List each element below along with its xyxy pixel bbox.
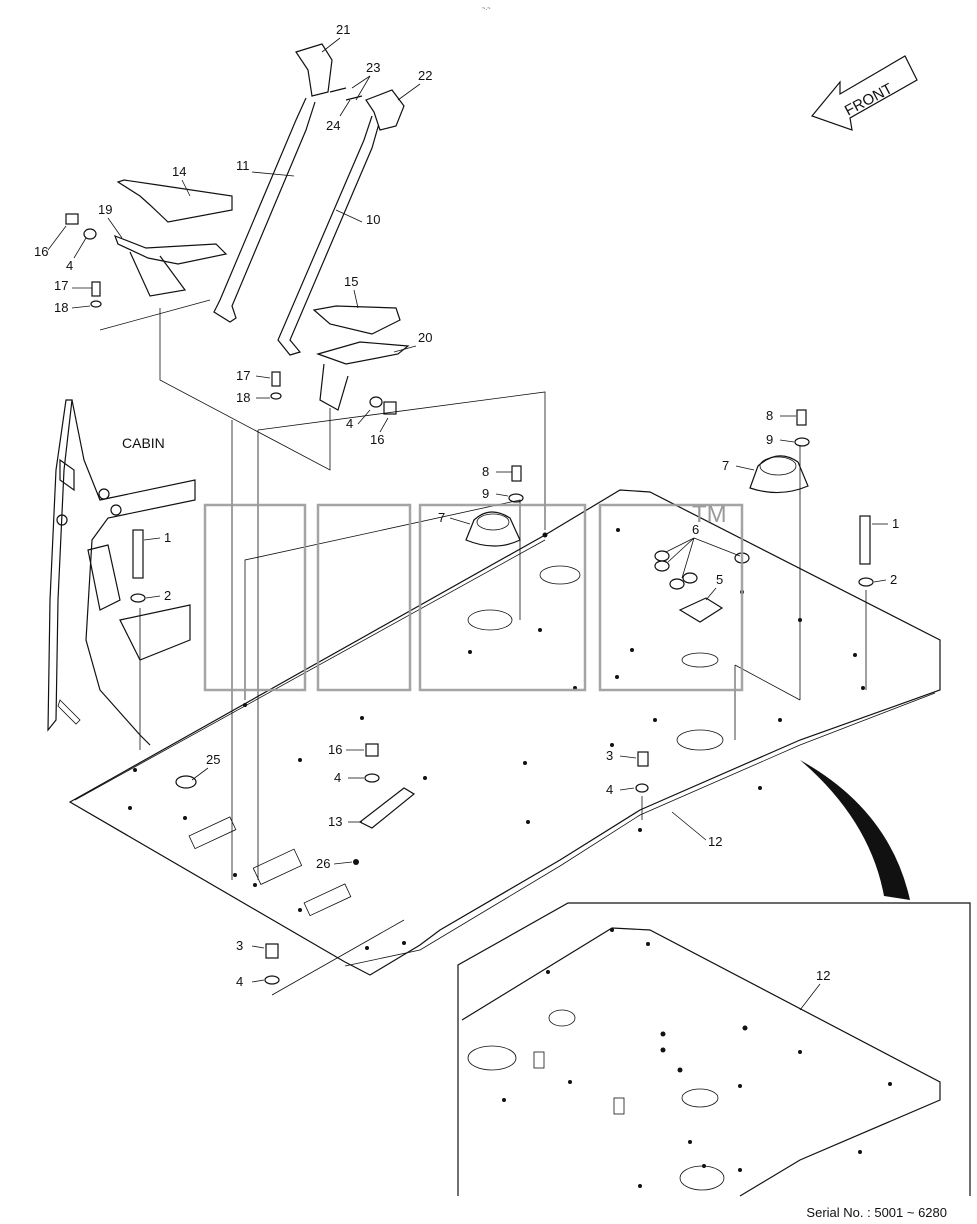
cabin-frame: CABIN	[47, 399, 196, 746]
callout-21: 21	[336, 22, 350, 37]
callout-16: 16	[34, 244, 48, 259]
grip-22	[365, 89, 405, 131]
watermark: TM	[203, 501, 744, 692]
mount-7a	[465, 511, 521, 547]
hardware	[65, 213, 874, 985]
callout-24: 24	[326, 118, 340, 133]
travel-levers	[213, 43, 405, 356]
serial-number: Serial No. : 5001 ~ 6280	[806, 1205, 947, 1220]
callout-leaders	[47, 37, 888, 1011]
callout-3: 3	[606, 748, 613, 763]
callout-15: 15	[344, 274, 358, 289]
callouts: 21 23 22 24 11 14 10 19 16 4 15 17 18 20…	[34, 22, 899, 989]
callout-4: 4	[346, 416, 353, 431]
callout-3: 3	[236, 938, 243, 953]
grip-21	[295, 43, 333, 97]
callout-4: 4	[236, 974, 243, 989]
callout-12: 12	[708, 834, 722, 849]
callout-9: 9	[482, 486, 489, 501]
callout-5: 5	[716, 572, 723, 587]
pedals	[113, 179, 410, 411]
callout-8: 8	[482, 464, 489, 479]
callout-4: 4	[334, 770, 341, 785]
callout-17: 17	[236, 368, 250, 383]
callout-4: 4	[66, 258, 73, 273]
callout-10: 10	[366, 212, 380, 227]
mount-7b	[749, 455, 809, 494]
floor-plate	[68, 489, 941, 976]
callout-2: 2	[164, 588, 171, 603]
callout-18: 18	[54, 300, 68, 315]
callout-22: 22	[418, 68, 432, 83]
detail-view	[457, 902, 971, 1197]
front-arrow: FRONT	[810, 55, 918, 131]
detail-arrow	[800, 760, 910, 900]
callout-25: 25	[206, 752, 220, 767]
callout-14: 14	[172, 164, 186, 179]
callout-20: 20	[418, 330, 432, 345]
callout-4: 4	[606, 782, 613, 797]
callout-2: 2	[890, 572, 897, 587]
callout-16: 16	[328, 742, 342, 757]
watermark-tm: TM	[692, 501, 727, 528]
callout-8: 8	[766, 408, 773, 423]
leader-lines	[99, 299, 867, 996]
callout-1: 1	[164, 530, 171, 545]
callout-23: 23	[366, 60, 380, 75]
callout-16: 16	[370, 432, 384, 447]
callout-13: 13	[328, 814, 342, 829]
callout-7: 7	[722, 458, 729, 473]
callout-18: 18	[236, 390, 250, 405]
top-mark: ~.~	[482, 6, 491, 12]
callout-6: 6	[692, 522, 699, 537]
callout-11: 11	[236, 158, 250, 173]
callout-12: 12	[816, 968, 830, 983]
front-label: FRONT	[842, 80, 896, 119]
callout-9: 9	[766, 432, 773, 447]
callout-7: 7	[438, 510, 445, 525]
callout-17: 17	[54, 278, 68, 293]
callout-19: 19	[98, 202, 112, 217]
callout-26: 26	[316, 856, 330, 871]
cabin-label: CABIN	[122, 435, 165, 451]
callout-1: 1	[892, 516, 899, 531]
